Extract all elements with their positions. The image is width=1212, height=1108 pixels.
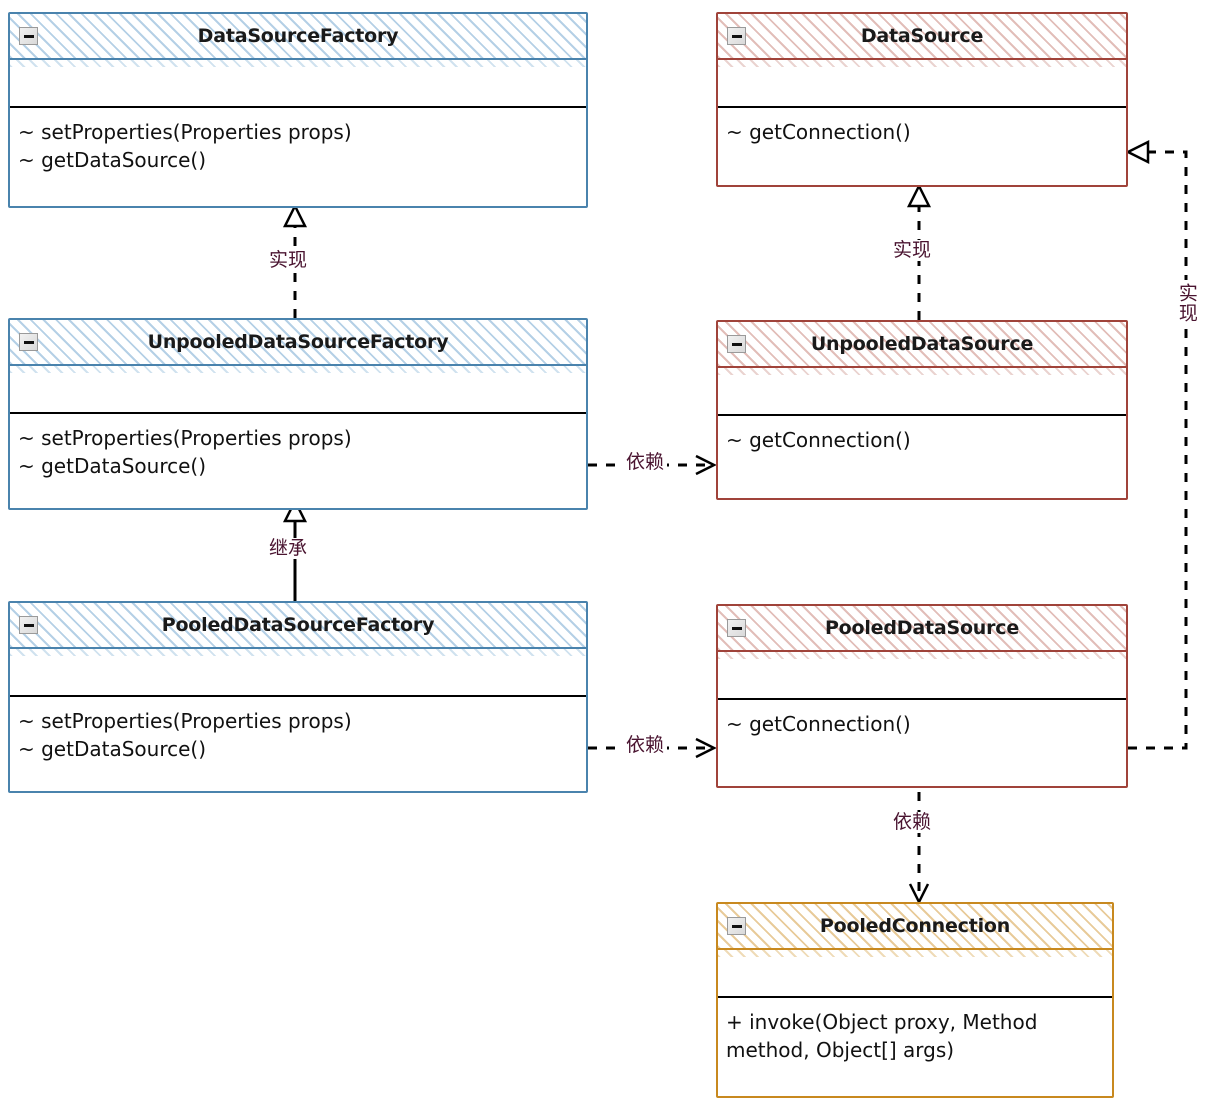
attributes-hatch-pattern (718, 652, 1126, 659)
operation-item: ~ setProperties(Properties props) (18, 120, 352, 144)
operation-item: ~ getConnection() (726, 712, 911, 736)
minus-icon[interactable] (19, 616, 38, 634)
class-box-datasource[interactable]: DataSource ~ getConnection() (716, 12, 1128, 187)
edge-label-dependency-pooledconnection: 依赖 (890, 812, 935, 833)
class-box-datasourcefactory[interactable]: DataSourceFactory ~ setProperties(Proper… (8, 12, 588, 208)
attributes-hatch-pattern (10, 60, 586, 67)
class-header-pooleddatasourcefactory: PooledDataSourceFactory (10, 603, 586, 649)
class-name-label: UnpooledDataSourceFactory (147, 331, 449, 353)
class-attributes-section (10, 649, 586, 697)
class-name-label: PooledDataSource (824, 617, 1020, 639)
attributes-hatch-pattern (718, 60, 1126, 67)
edge-label-realization-factory: 实现 (266, 250, 311, 271)
operation-item: ~ getConnection() (726, 120, 911, 144)
header-hatch-pattern (10, 320, 586, 364)
rel-pooleddatasource-implements-datasource (1125, 139, 1188, 750)
edge-label-dependency-unpooled: 依赖 (623, 452, 668, 473)
edge-label-generalization-factory: 继承 (266, 538, 311, 559)
header-hatch-pattern (718, 904, 1112, 948)
header-hatch-pattern (10, 603, 586, 647)
operation-item: ~ getDataSource() (18, 736, 207, 761)
rel-pooleddatasource-depends-pooledconnection (908, 792, 930, 905)
operation-item: + invoke(Object proxy, Method (726, 1010, 1038, 1034)
operation-item: ~ setProperties(Properties props) (18, 709, 352, 733)
minus-icon[interactable] (727, 619, 746, 637)
header-hatch-pattern (718, 606, 1126, 650)
attributes-hatch-pattern (718, 368, 1126, 375)
class-operations-section: + invoke(Object proxy, Method method, Ob… (718, 998, 1112, 1071)
edge-label-realization-unpooleddatasource: 实现 (890, 240, 935, 261)
edge-label-dependency-pooled: 依赖 (623, 735, 668, 756)
operation-item: ~ getDataSource() (18, 147, 207, 172)
class-header-pooledconnection: PooledConnection (718, 904, 1112, 950)
header-hatch-pattern (10, 14, 586, 58)
class-box-pooledconnection[interactable]: PooledConnection + invoke(Object proxy, … (716, 902, 1114, 1098)
minus-icon[interactable] (19, 27, 38, 45)
minus-icon[interactable] (19, 333, 38, 351)
minus-icon[interactable] (727, 335, 746, 353)
class-attributes-section (718, 60, 1126, 108)
class-operations-section: ~ getConnection() (718, 416, 1126, 461)
class-header-datasource: DataSource (718, 14, 1126, 60)
class-header-datasourcefactory: DataSourceFactory (10, 14, 586, 60)
class-operations-section: ~ setProperties(Properties props) ~ getD… (10, 414, 586, 487)
header-hatch-pattern (718, 14, 1126, 58)
operation-item: method, Object[] args) (726, 1037, 955, 1062)
class-operations-section: ~ setProperties(Properties props) ~ getD… (10, 697, 586, 770)
attributes-hatch-pattern (10, 366, 586, 373)
class-name-label: DataSource (860, 25, 984, 47)
class-name-label: PooledDataSourceFactory (161, 614, 435, 636)
minus-icon[interactable] (727, 27, 746, 45)
class-operations-section: ~ getConnection() (718, 108, 1126, 153)
minus-icon[interactable] (727, 917, 746, 935)
class-box-pooleddatasourcefactory[interactable]: PooledDataSourceFactory ~ setProperties(… (8, 601, 588, 793)
class-header-unpooleddatasource: UnpooledDataSource (718, 322, 1126, 368)
attributes-hatch-pattern (718, 950, 1112, 957)
operation-item: ~ setProperties(Properties props) (18, 426, 352, 450)
class-attributes-section (718, 950, 1112, 998)
class-name-label: DataSourceFactory (197, 25, 399, 47)
class-box-unpooleddatasourcefactory[interactable]: UnpooledDataSourceFactory ~ setPropertie… (8, 318, 588, 510)
class-operations-section: ~ getConnection() (718, 700, 1126, 745)
class-header-pooleddatasource: PooledDataSource (718, 606, 1126, 652)
class-attributes-section (718, 368, 1126, 416)
operation-item: ~ getConnection() (726, 428, 911, 452)
class-box-unpooleddatasource[interactable]: UnpooledDataSource ~ getConnection() (716, 320, 1128, 500)
edge-label-realization-pooleddatasource: 实现 (1176, 280, 1198, 326)
attributes-hatch-pattern (10, 649, 586, 656)
class-attributes-section (718, 652, 1126, 700)
class-name-label: UnpooledDataSource (810, 333, 1034, 355)
operation-item: ~ getDataSource() (18, 453, 207, 478)
class-box-pooleddatasource[interactable]: PooledDataSource ~ getConnection() (716, 604, 1128, 788)
class-name-label: PooledConnection (819, 915, 1011, 937)
class-operations-section: ~ setProperties(Properties props) ~ getD… (10, 108, 586, 181)
class-attributes-section (10, 60, 586, 108)
class-attributes-section (10, 366, 586, 414)
header-hatch-pattern (718, 322, 1126, 366)
class-header-unpooleddatasourcefactory: UnpooledDataSourceFactory (10, 320, 586, 366)
